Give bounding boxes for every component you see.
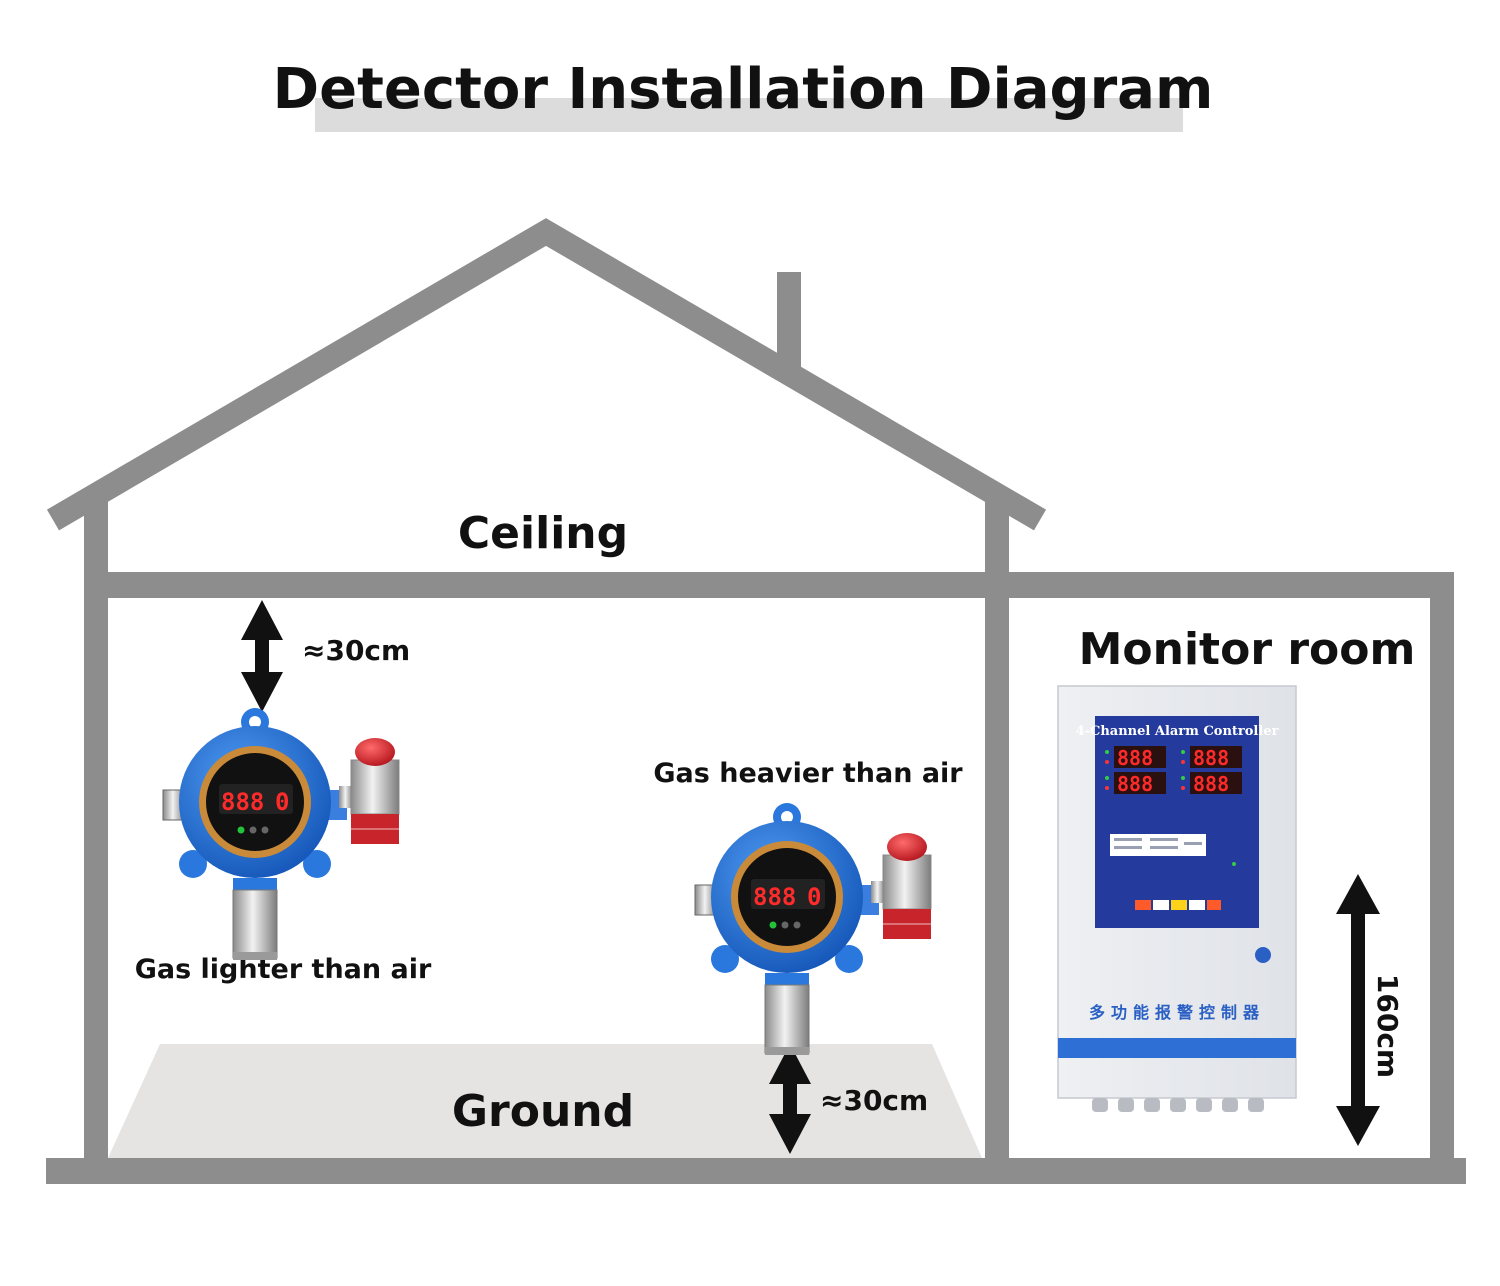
svg-text:888: 888 [1193,772,1229,796]
chimney [777,272,801,372]
controller-chinese-name: 多功能报警控制器 [1089,1003,1265,1022]
gas-heavier-label: Gas heavier than air [653,758,963,789]
svg-text:888: 888 [1117,772,1153,796]
left-wall [84,502,108,1170]
ceiling-distance-label: ≈30cm [302,634,410,667]
monitor-room-label: Monitor room [1079,624,1416,675]
svg-text:888: 888 [1117,746,1153,770]
ceiling-distance-arrow [241,600,283,712]
house-structure [46,218,1466,1184]
ceiling-slab [84,572,1009,598]
monitor-room-ceiling [1009,572,1454,598]
diagram-title: Detector Installation Diagram [273,57,1214,122]
floor-slab [46,1158,1466,1184]
middle-wall [985,502,1009,1170]
detector-high-mount [162,707,400,961]
ground-distance-label: ≈30cm [820,1084,928,1117]
right-wall [1430,572,1454,1170]
controller-panel-title: 4-Channel Alarm Controller [1076,724,1279,739]
title-underline-band [315,98,1183,132]
gas-lighter-label: Gas lighter than air [135,954,432,985]
controller-height-label: 160cm [1371,974,1404,1078]
svg-text:888: 888 [1193,746,1229,770]
ground-floor-area [108,1044,982,1158]
ground-label: Ground [452,1086,634,1137]
ceiling-label: Ceiling [458,508,628,559]
alarm-controller: 4-Channel Alarm Controller 888 888 888 8… [1057,685,1297,1112]
controller-height-arrow [1336,874,1380,1146]
detector-low-mount [694,802,932,1056]
ground-distance-arrow [769,1044,811,1154]
